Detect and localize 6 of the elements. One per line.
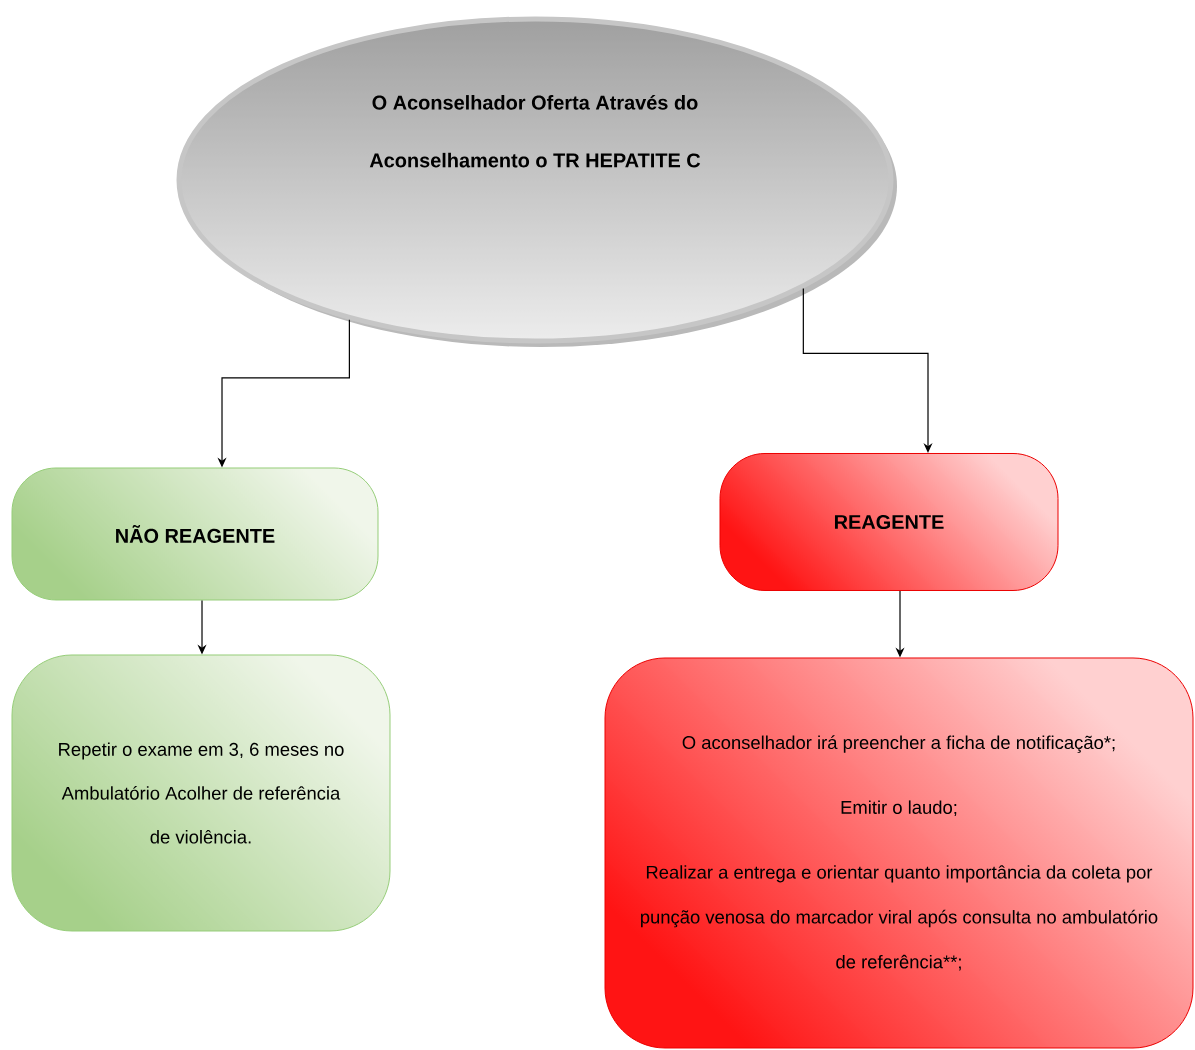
- arrow: [802, 287, 933, 453]
- instruction-box: O aconselhador irá preencher a ficha de notificação*; Emitir o laudo; Realizar a entrega e orientar quanto importância da coleta por punção venosa do marcador viral após consulta no ambulatório de referência**;: [604, 657, 1194, 1049]
- result-box: REAGENTE: [719, 453, 1059, 591]
- ellipse-node: O Aconselhador Oferta Através do Aconselhamento o TR HEPATITE C: [176, 16, 897, 347]
- instruction-box: Repetir o exame em 3, 6 meses no Ambulatório Acolher de referência de violência.: [11, 654, 391, 932]
- result-box: NÃO REAGENTE: [11, 467, 379, 601]
